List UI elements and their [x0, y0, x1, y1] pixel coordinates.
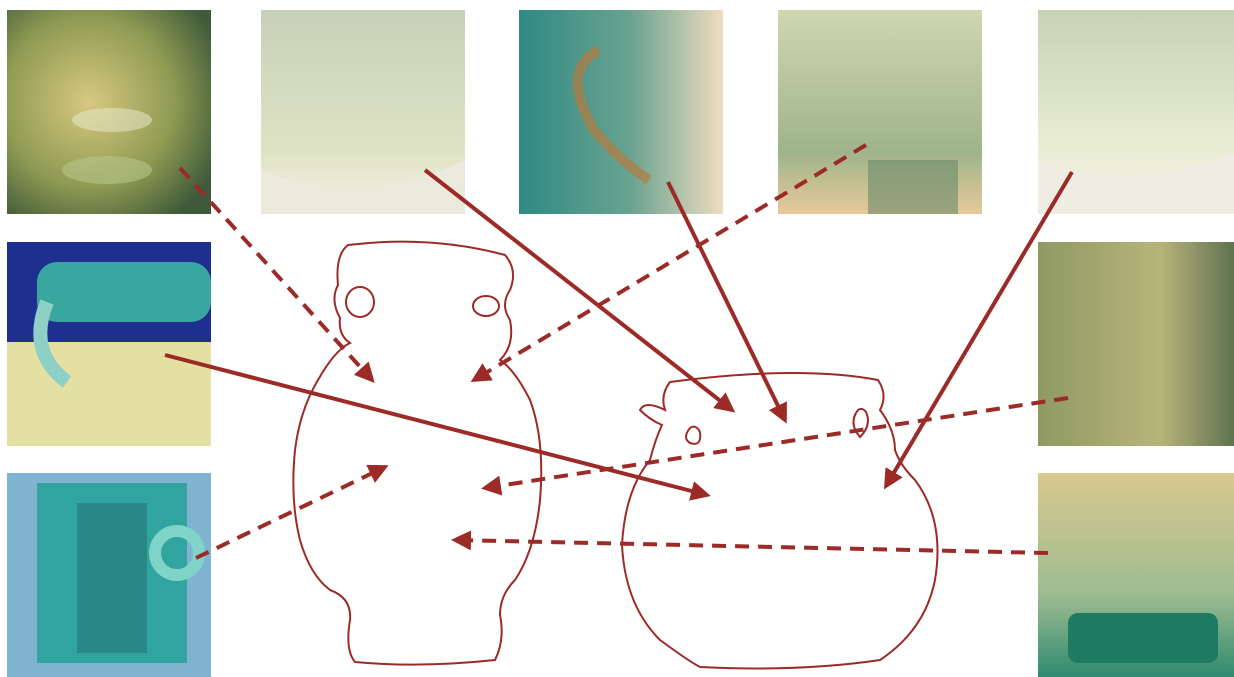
vessel-round-outline	[622, 373, 938, 669]
arrow-photo3-solid	[668, 182, 785, 420]
arrow-set	[165, 145, 1072, 558]
arrow-photo6-solid	[165, 355, 707, 495]
vessel-tall-outline	[293, 242, 541, 665]
arrow-photo8-dashed	[196, 467, 385, 558]
arrow-photo1-dashed	[180, 168, 372, 380]
arrow-photo5-solid	[886, 172, 1072, 486]
arrow-photo9-dashed	[455, 540, 1048, 553]
arrow-photo2-solid	[425, 170, 732, 410]
arrow-photo4-dashed	[474, 145, 866, 380]
arrow-photo7-dashed	[485, 398, 1068, 488]
